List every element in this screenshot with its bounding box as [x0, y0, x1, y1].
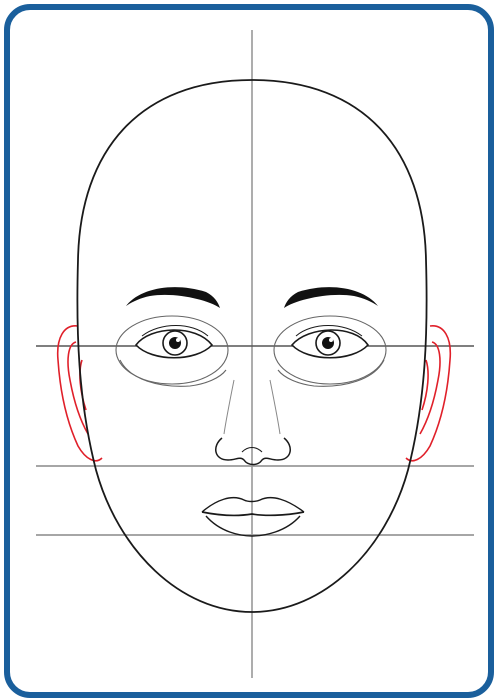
card-frame — [4, 4, 494, 698]
mouth — [202, 498, 304, 536]
left-eyebrow — [126, 287, 220, 308]
guide-lines — [36, 30, 474, 678]
right-eye-highlight — [329, 338, 333, 342]
left-socket-arc — [120, 360, 226, 386]
nose-bridge-right — [270, 380, 280, 434]
left-eye-highlight — [176, 338, 180, 342]
right-eyebrow — [284, 287, 378, 308]
left-eye — [136, 326, 212, 358]
nose — [216, 380, 291, 465]
upper-lip — [202, 498, 304, 512]
face-drawing — [4, 4, 494, 698]
lower-lip — [206, 516, 300, 536]
nose-bridge-left — [224, 380, 234, 434]
right-socket-arc — [278, 360, 384, 386]
right-eye — [292, 326, 368, 358]
nose-bottom — [216, 438, 291, 465]
lip-line — [202, 512, 304, 515]
